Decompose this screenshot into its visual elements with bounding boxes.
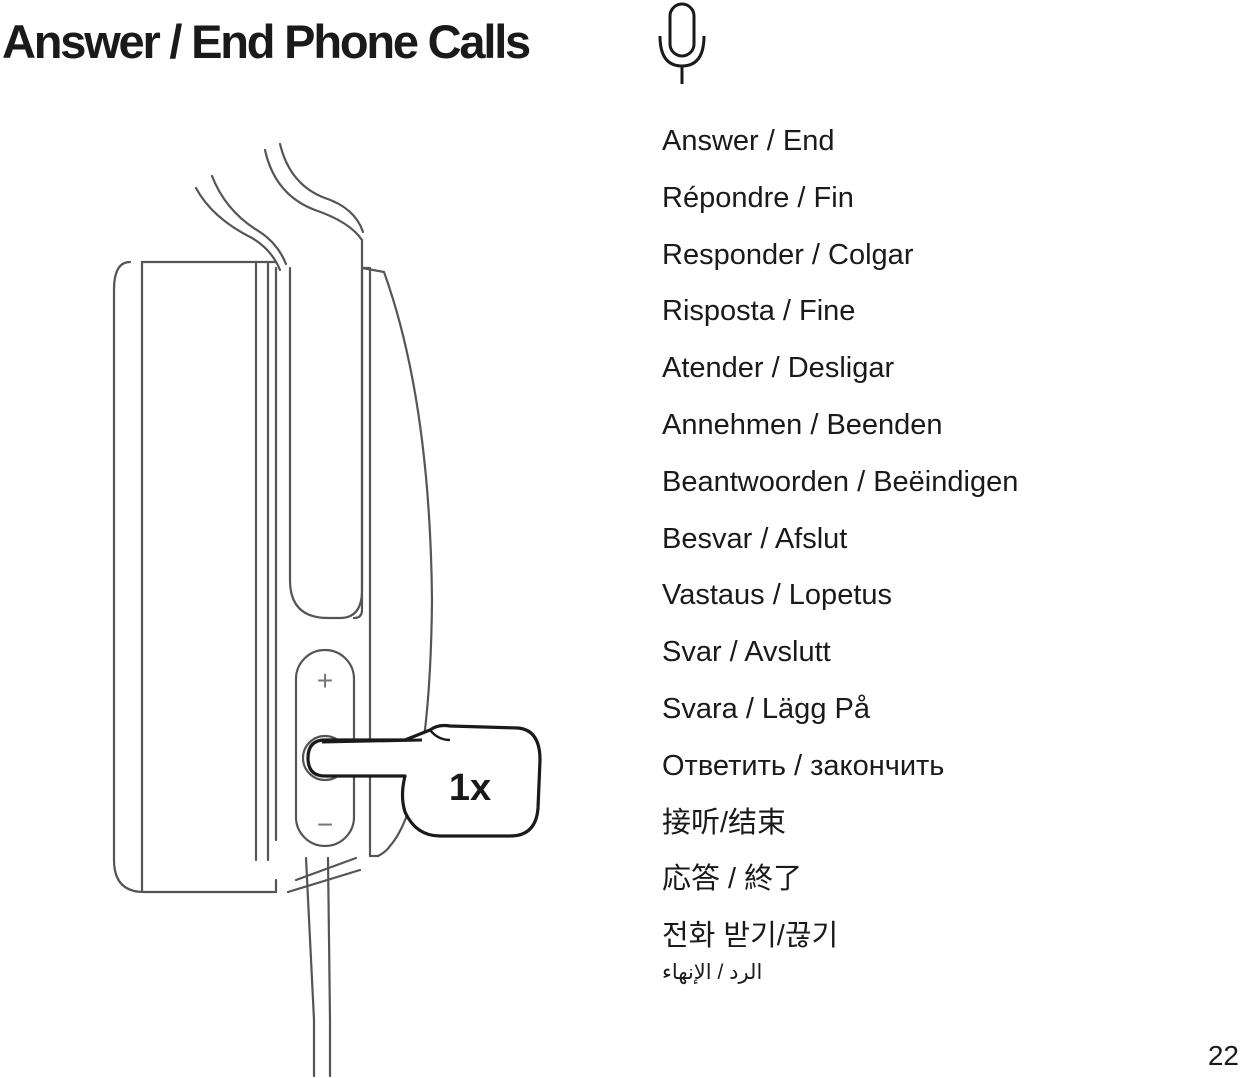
translation-item: 応答 / 終了: [662, 856, 1018, 913]
translation-item: Svara / Lägg På: [662, 686, 1018, 743]
microphone-icon: [652, 0, 714, 86]
page-number: 22: [1208, 1040, 1239, 1072]
translation-item: Atender / Desligar: [662, 345, 1018, 402]
volume-down-symbol: −: [317, 809, 333, 840]
translation-item: Responder / Colgar: [662, 232, 1018, 289]
translation-item: Annehmen / Beenden: [662, 402, 1018, 459]
translation-item: 接听/结束: [662, 800, 1018, 857]
translation-item: Vastaus / Lopetus: [662, 572, 1018, 629]
translation-item: الرد / الإنهاء: [662, 958, 1018, 988]
pointing-hand-icon: 1x: [308, 726, 540, 837]
translation-list: Answer / End Répondre / Fin Responder / …: [662, 118, 1018, 988]
headphone-illustration: + − 1x: [100, 140, 560, 1078]
translation-item: Beantwoorden / Beëindigen: [662, 459, 1018, 516]
page-title: Answer / End Phone Calls: [2, 14, 529, 69]
translation-item: Answer / End: [662, 118, 1018, 175]
translation-item: Besvar / Afslut: [662, 516, 1018, 573]
translation-item: Svar / Avslutt: [662, 629, 1018, 686]
translation-item: Répondre / Fin: [662, 175, 1018, 232]
translation-item: Ответить / закончить: [662, 743, 1018, 800]
translation-item: Risposta / Fine: [662, 288, 1018, 345]
volume-up-symbol: +: [317, 665, 333, 696]
press-count-label: 1x: [449, 767, 491, 809]
